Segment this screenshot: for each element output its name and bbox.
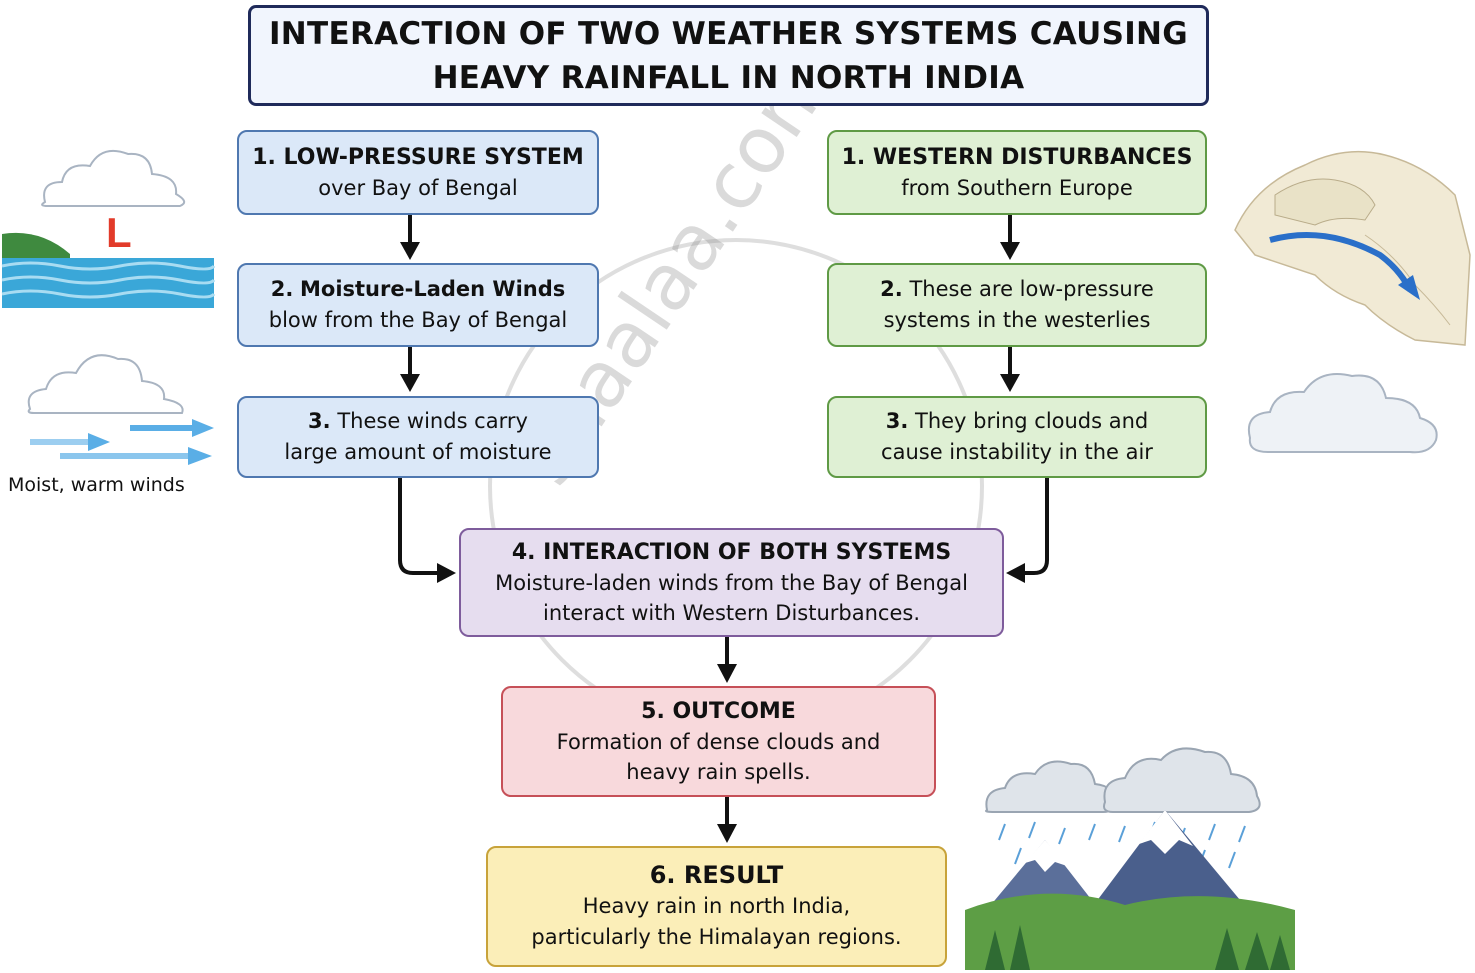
right-step-3-num: 3. [885,409,909,433]
right-step-2-num: 2. [880,277,903,301]
step-5-line-1: Formation of dense clouds and [556,729,881,754]
diagram-title: INTERACTION OF TWO WEATHER SYSTEMS CAUSI… [248,5,1209,106]
cloud-icon [1248,373,1438,454]
step-4-box: 4. INTERACTION OF BOTH SYSTEMS Moisture-… [459,528,1004,637]
right-step-2-line-1: These are low-pressure [909,277,1154,301]
left-step-1-box: 1. LOW-PRESSURE SYSTEM over Bay of Benga… [237,130,599,215]
left-step-3-num: 3. [308,409,331,433]
right-cloud-illustration [1248,373,1438,454]
europe-asia-map-illustration [1234,150,1471,346]
left-step-1-text: over Bay of Bengal [318,175,518,200]
left-step-2-box: 2. Moisture-Laden Winds blow from the Ba… [237,263,599,347]
mountains-icon [965,810,1295,970]
low-pressure-marker: L [106,209,132,256]
step-4-heading: 4. INTERACTION OF BOTH SYSTEMS [511,539,952,565]
step-5-line-2: heavy rain spells. [626,759,811,784]
right-step-1-box: 1. WESTERN DISTURBANCES from Southern Eu… [827,130,1207,215]
right-step-3-line-1: They bring clouds and [915,409,1149,433]
right-step-1-heading: 1. WESTERN DISTURBANCES [841,144,1193,170]
wind-arrows-icon [30,419,214,465]
moist-winds-illustration [27,354,214,465]
arrow-right-to-4 [1022,478,1049,575]
low-pressure-sea-illustration: L [1,150,216,308]
left-step-2-text: blow from the Bay of Bengal [268,308,568,332]
step-4-line-1: Moisture-laden winds from the Bay of Ben… [495,570,968,595]
winds-caption: Moist, warm winds [8,474,185,496]
title-line-1: INTERACTION OF TWO WEATHER SYSTEMS CAUSI… [268,15,1189,52]
himalaya-rain-illustration [965,747,1295,970]
arrow-left-to-4 [398,478,440,575]
cloud-icon [27,354,184,414]
step-6-line-2: particularly the Himalayan regions. [531,925,902,949]
left-step-3-box: 3. These winds carry large amount of moi… [237,396,599,478]
right-step-2-line-2: systems in the westerlies [883,308,1151,332]
step-4-line-2: interact with Western Disturbances. [543,600,920,625]
map-icon [1234,150,1471,346]
right-step-3-box: 3. They bring clouds and cause instabili… [827,396,1207,478]
left-step-2-heading: Moisture-Laden Winds [300,277,566,301]
step-6-box: 6. RESULT Heavy rain in north India, par… [486,846,947,967]
rain-cloud-icon [985,747,1261,869]
left-step-2-num: 2. [270,277,294,301]
step-5-box: 5. OUTCOME Formation of dense clouds and… [501,686,936,797]
right-step-2-box: 2. These are low-pressure systems in the… [827,263,1207,347]
right-step-1-text: from Southern Europe [901,175,1133,200]
cloud-icon [41,150,186,207]
step-6-heading: 6. RESULT [649,861,784,889]
sea-icon [1,232,216,308]
left-step-3-line-1: These winds carry [337,409,528,433]
step-6-line-1: Heavy rain in north India, [582,894,851,918]
title-line-2: HEAVY RAINFALL IN NORTH INDIA [432,59,1025,96]
right-step-3-line-2: cause instability in the air [881,440,1153,464]
left-step-3-line-2: large amount of moisture [284,440,552,464]
left-step-1-heading: 1. LOW-PRESSURE SYSTEM [252,144,584,170]
step-5-heading: 5. OUTCOME [641,698,796,724]
